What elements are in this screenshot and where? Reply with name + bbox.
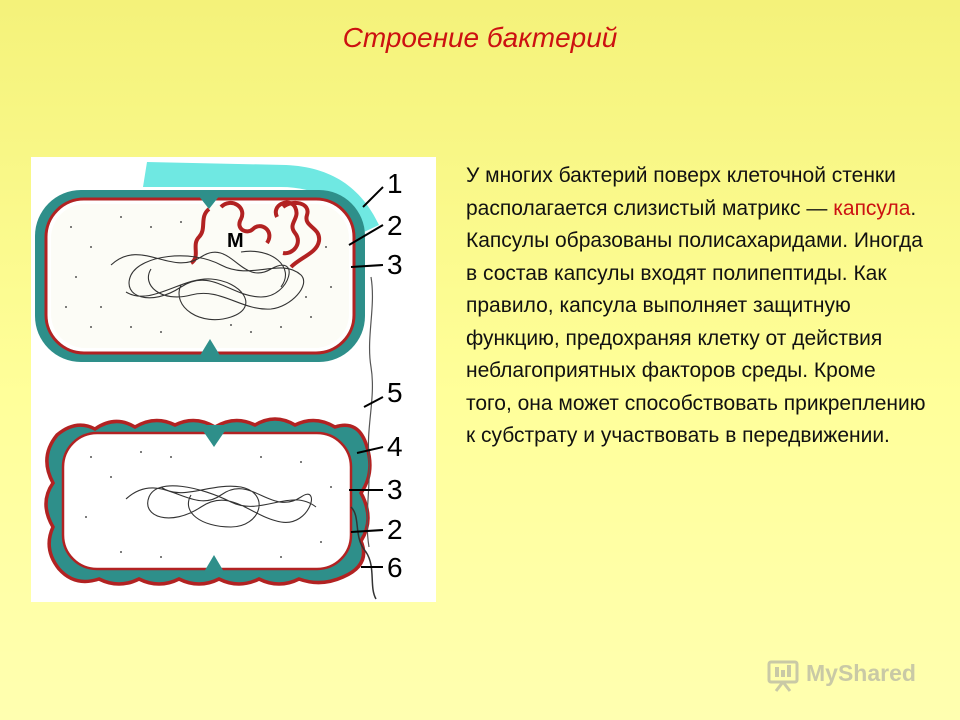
label-5: 5 xyxy=(387,377,403,408)
presentation-board-icon xyxy=(767,660,799,692)
flagellum xyxy=(350,506,377,600)
capsule-highlight: капсула xyxy=(833,196,911,220)
top-bacterium xyxy=(35,190,365,362)
description-paragraph: У многих бактерий поверх клеточной стенк… xyxy=(466,160,926,453)
nucleoid xyxy=(110,250,304,321)
label-top-2: 2 xyxy=(387,210,403,241)
paragraph-part-2: . Капсулы образованы полисахаридами. Ино… xyxy=(466,196,926,448)
slide-title: Строение бактерий xyxy=(342,22,618,53)
label-bottom-3: 3 xyxy=(387,474,403,505)
label-m: М xyxy=(227,230,244,252)
bottom-bacterium xyxy=(44,417,377,600)
mesosome xyxy=(189,200,322,269)
bacteria-diagram: М 1 2 3 5 4 3 2 6 xyxy=(31,157,436,602)
cytoplasm-dots xyxy=(65,216,332,333)
capsule-patch xyxy=(143,162,379,232)
myshared-watermark: MyShared xyxy=(766,656,936,696)
label-bottom-4: 4 xyxy=(387,431,403,462)
label-bottom-2: 2 xyxy=(387,514,403,545)
paragraph-part-1: У многих бактерий поверх клеточной стенк… xyxy=(466,164,896,220)
label-top-1: 1 xyxy=(387,168,403,199)
watermark-text: MyShared xyxy=(806,660,916,686)
label-bottom-6: 6 xyxy=(387,552,403,583)
label-top-3: 3 xyxy=(387,249,403,280)
